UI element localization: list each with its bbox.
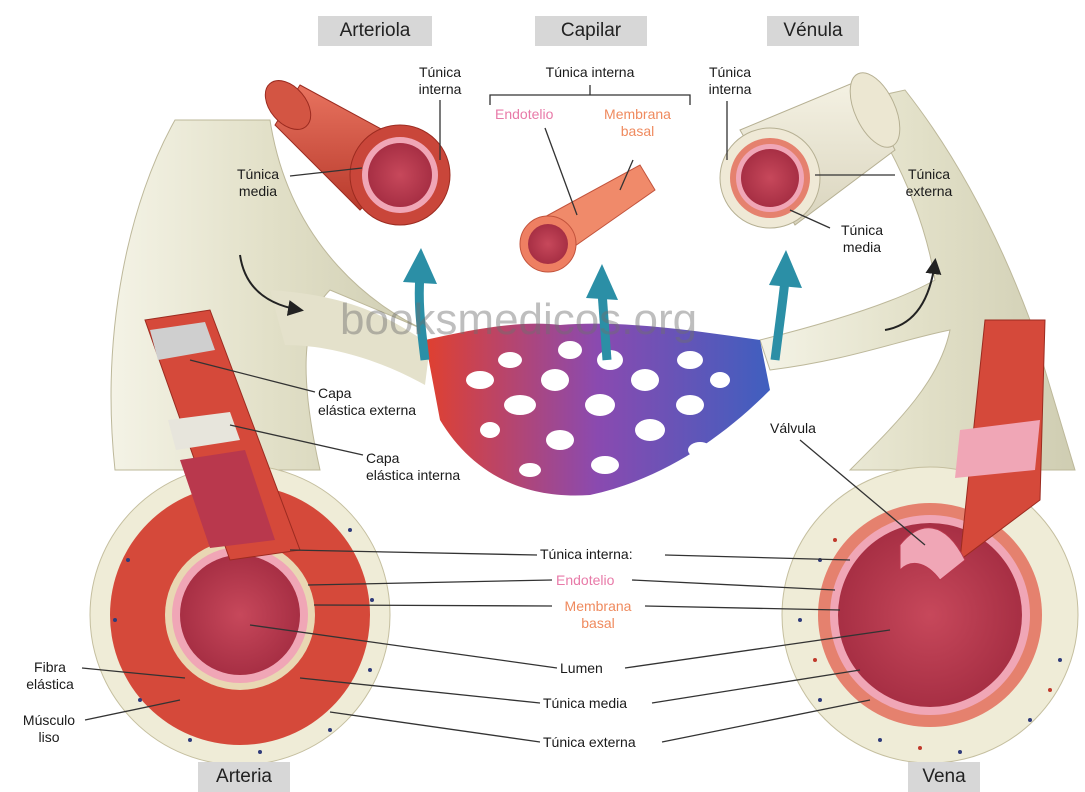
- label-tunica-externa: Túnica externa: [543, 734, 636, 751]
- label-tunica-interna: Túnica interna:: [540, 546, 633, 563]
- label-membrana-basal-top: Membrana basal: [590, 106, 685, 140]
- watermark: booksmedicos.org: [340, 295, 697, 345]
- label-endotelio-top: Endotelio: [495, 106, 553, 123]
- capillary-illustration: [520, 165, 655, 272]
- label-capa-elastica-externa: Capa elástica externa: [318, 385, 416, 419]
- header-arteriola: Arteriola: [318, 16, 432, 46]
- label-capilar-tunica-interna: Túnica interna: [530, 64, 650, 81]
- label-musculo-liso: Músculo liso: [14, 712, 84, 746]
- header-venula: Vénula: [767, 16, 859, 46]
- label-venula-tunica-interna: Túnica interna: [700, 64, 760, 98]
- label-fibra-elastica: Fibra elástica: [18, 659, 82, 693]
- header-vena: Vena: [908, 762, 980, 792]
- label-lumen: Lumen: [560, 660, 603, 677]
- label-endotelio: Endotelio: [556, 572, 614, 589]
- label-arteriola-tunica-interna: Túnica interna: [410, 64, 470, 98]
- label-arteriola-tunica-media: Túnica media: [228, 166, 288, 200]
- header-arteria: Arteria: [198, 762, 290, 792]
- label-membrana-basal: Membrana basal: [550, 598, 646, 632]
- label-capa-elastica-interna: Capa elástica interna: [366, 450, 460, 484]
- header-capilar: Capilar: [535, 16, 647, 46]
- label-valvula: Válvula: [770, 420, 816, 437]
- label-venula-tunica-media: Túnica media: [832, 222, 892, 256]
- label-venula-tunica-externa: Túnica externa: [896, 166, 962, 200]
- capillary-bed: [425, 324, 770, 496]
- label-tunica-media: Túnica media: [543, 695, 627, 712]
